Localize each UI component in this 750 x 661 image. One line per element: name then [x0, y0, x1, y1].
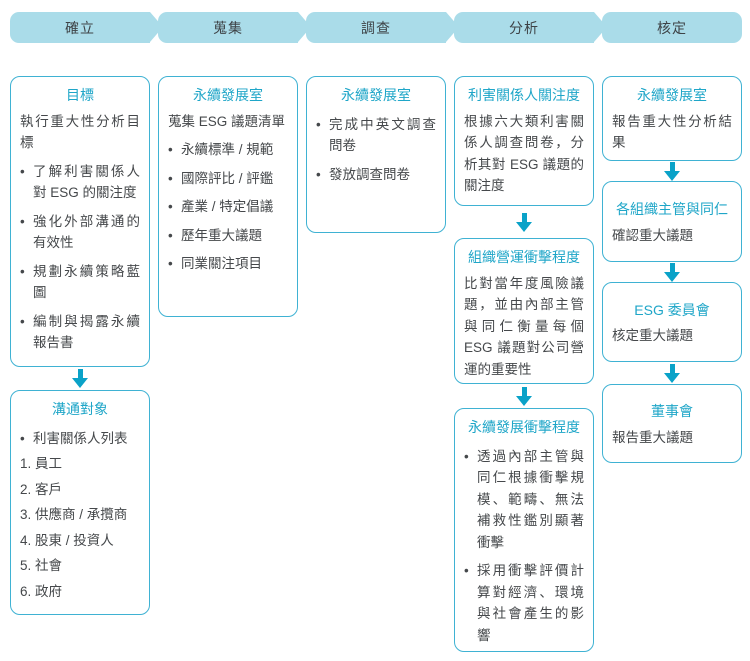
stage-column-analyze: 分析 利害關係人關注度 根據六大類利害關係人調查問卷，分析其對 ESG 議題的關… [454, 12, 607, 652]
box-managers-confirm: 各組織主管與同仁 確認重大議題 [602, 181, 742, 262]
box-title: 目標 [66, 87, 94, 103]
bullet-dot: • [168, 256, 173, 271]
bullet-list: •透過內部主管與同仁根據衝擊規模、範疇、無法補救性鑑別顯著衝擊 •採用衝擊評價計… [464, 446, 584, 647]
box-body: 報告重大性分析結果 [612, 113, 732, 151]
bullet-dot: • [316, 116, 321, 132]
stage-header-label: 核定 [657, 19, 687, 36]
flow-gap [602, 362, 742, 384]
numbered-item: 3. 供應商 / 承攬商 [20, 507, 128, 522]
bullet-item: •完成中英文調查問卷 [316, 114, 436, 157]
numbered-item: 4. 股東 / 投資人 [20, 532, 114, 548]
box-title: 永續發展室 [341, 87, 411, 103]
bullet-item: •同業關注項目 [168, 253, 288, 275]
box-lead: 蒐集 ESG 議題清單 [168, 113, 286, 129]
box-body: 確認重大議題 [612, 227, 693, 243]
bullet-dot: • [168, 170, 173, 186]
bullet-item: •發放調查問卷 [316, 164, 436, 186]
bullet-item: •國際評比 / 評鑑 [168, 168, 288, 190]
box-title: 永續發展衝擊程度 [468, 419, 580, 435]
flow-gap [454, 384, 594, 408]
box-title: 組織營運衝擊程度 [468, 249, 580, 265]
flow-gap [602, 262, 742, 282]
bullet-list: •完成中英文調查問卷 •發放調查問卷 [316, 114, 436, 186]
flow-gap [602, 161, 742, 181]
box-lead: 執行重大性分析目標 [20, 113, 140, 151]
box-goal: 目標 執行重大性分析目標 •了解利害關係人對 ESG 的關注度 •強化外部溝通的… [10, 76, 150, 367]
stage-header-approve: 核定 [602, 12, 742, 43]
bullet-item: •永續標準 / 規範 [168, 139, 288, 161]
box-sustainable-development-impact: 永續發展衝擊程度 •透過內部主管與同仁根據衝擊規模、範疇、無法補救性鑑別顯著衝擊… [454, 408, 594, 652]
bullet-dot: • [20, 313, 25, 329]
stage-header-label: 調查 [361, 19, 391, 36]
flow-gap [454, 206, 594, 238]
bullet-dot: • [316, 166, 321, 182]
bullet-item: •規劃永續策略藍圖 [20, 261, 140, 304]
box-sustainability-office-survey: 永續發展室 •完成中英文調查問卷 •發放調查問卷 [306, 76, 446, 233]
box-body: 比對當年度風險議題，並由內部主管與同仁衡量每個 ESG 議題對公司營運的重要性 [464, 275, 584, 377]
box-body: 根據六大類利害關係人調查問卷，分析其對 ESG 議題的關注度 [464, 113, 584, 194]
bullet-dot: • [168, 227, 173, 243]
flow-gap [10, 367, 150, 390]
bullet-item: •了解利害關係人對 ESG 的關注度 [20, 161, 140, 204]
box-body: 核定重大議題 [612, 328, 693, 343]
stage-header-label: 確立 [65, 19, 95, 36]
box-stakeholder-concern: 利害關係人關注度 根據六大類利害關係人調查問卷，分析其對 ESG 議題的關注度 [454, 76, 594, 206]
down-arrow-icon [516, 386, 532, 406]
bullet-item: •編制與揭露永續報告書 [20, 311, 140, 354]
box-title: 利害關係人關注度 [468, 87, 580, 103]
box-title: 溝通對象 [52, 401, 108, 417]
stage-header-collect: 蒐集 [158, 12, 311, 43]
stage-columns: 確立 目標 執行重大性分析目標 •了解利害關係人對 ESG 的關注度 •強化外部… [10, 12, 750, 652]
box-title: 永續發展室 [637, 87, 707, 103]
numbered-item: 6. 政府 [20, 583, 63, 599]
bullet-dot: • [168, 142, 173, 157]
bullet-item: •採用衝擊評價計算對經濟、環境與社會產生的影響 [464, 560, 584, 646]
numbered-item: 5. 社會 [20, 558, 63, 573]
bullet-dot: • [464, 563, 469, 578]
box-body: 報告重大議題 [612, 429, 693, 445]
stage-header-label: 蒐集 [213, 19, 243, 36]
box-title: 各組織主管與同仁 [616, 201, 728, 217]
stage-header-analyze: 分析 [454, 12, 607, 43]
stage-header-survey: 調查 [306, 12, 459, 43]
down-arrow-icon [516, 212, 532, 232]
bullet-dot: • [20, 430, 25, 446]
numbered-item: 1. 員工 [20, 456, 63, 471]
numbered-item: 2. 客戶 [20, 481, 63, 497]
bullet-dot: • [20, 263, 25, 279]
bullet-list: •利害關係人列表 [20, 428, 140, 450]
bullet-dot: • [20, 213, 25, 229]
bullet-dot: • [168, 199, 173, 214]
box-operational-impact: 組織營運衝擊程度 比對當年度風險議題，並由內部主管與同仁衡量每個 ESG 議題對… [454, 238, 594, 384]
box-board-of-directors: 董事會 報告重大議題 [602, 384, 742, 463]
box-sustainability-office-collect: 永續發展室 蒐集 ESG 議題清單 •永續標準 / 規範 •國際評比 / 評鑑 … [158, 76, 298, 317]
bullet-dot: • [464, 448, 469, 464]
bullet-dot: • [20, 163, 25, 179]
stage-column-establish: 確立 目標 執行重大性分析目標 •了解利害關係人對 ESG 的關注度 •強化外部… [10, 12, 163, 652]
box-title: ESG 委員會 [634, 301, 710, 318]
bullet-list: •永續標準 / 規範 •國際評比 / 評鑑 •產業 / 特定倡議 •歷年重大議題… [168, 139, 288, 275]
bullet-item: •強化外部溝通的有效性 [20, 211, 140, 254]
bullet-item: •歷年重大議題 [168, 225, 288, 247]
down-arrow-icon [664, 262, 680, 282]
stage-column-survey: 調查 永續發展室 •完成中英文調查問卷 •發放調查問卷 [306, 12, 459, 652]
down-arrow-icon [72, 369, 88, 388]
down-arrow-icon [664, 161, 680, 181]
box-title: 永續發展室 [193, 87, 263, 103]
box-esg-committee: ESG 委員會 核定重大議題 [602, 282, 742, 362]
down-arrow-icon [664, 363, 680, 383]
bullet-item: •透過內部主管與同仁根據衝擊規模、範疇、無法補救性鑑別顯著衝擊 [464, 446, 584, 554]
bullet-list: •了解利害關係人對 ESG 的關注度 •強化外部溝通的有效性 •規劃永續策略藍圖… [20, 161, 140, 354]
box-communication-targets: 溝通對象 •利害關係人列表 1. 員工 2. 客戶 3. 供應商 / 承攬商 4… [10, 390, 150, 615]
stage-column-collect: 蒐集 永續發展室 蒐集 ESG 議題清單 •永續標準 / 規範 •國際評比 / … [158, 12, 311, 652]
stage-column-approve: 核定 永續發展室 報告重大性分析結果 各組織主管與同仁 確認重大議題 ESG 委… [602, 12, 742, 652]
stage-header-label: 分析 [509, 19, 539, 36]
bullet-item: •利害關係人列表 [20, 428, 140, 450]
box-report-results: 永續發展室 報告重大性分析結果 [602, 76, 742, 161]
stage-header-establish: 確立 [10, 12, 163, 43]
bullet-item: •產業 / 特定倡議 [168, 196, 288, 218]
box-title: 董事會 [651, 403, 693, 419]
